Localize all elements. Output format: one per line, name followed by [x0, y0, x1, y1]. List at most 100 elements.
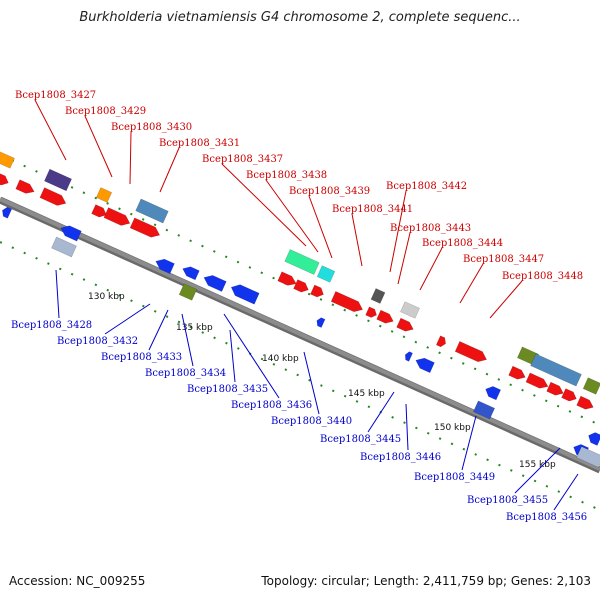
- reverse-gene-11: [60, 225, 82, 242]
- forward-gene-28: [396, 317, 414, 332]
- genome-summary-text: Topology: circular; Length: 2,411,759 bp…: [261, 574, 591, 588]
- backbone-line: [0, 197, 600, 471]
- scale-tick-label: 140 kbp: [262, 354, 299, 364]
- forward-gene-label: Bcep1808_3444: [422, 238, 503, 249]
- reverse-label-leader: [55, 269, 60, 319]
- reverse-gene-label: Bcep1808_3428: [11, 320, 92, 331]
- feature-box-8: [135, 198, 169, 224]
- forward-label-leader: [129, 131, 132, 185]
- scale-tick-label: 130 kbp: [88, 292, 125, 302]
- reverse-label-leader: [229, 329, 236, 383]
- forward-gene-39: [561, 388, 577, 402]
- feature-box-12: [51, 236, 77, 258]
- forward-label-leader: [397, 232, 411, 285]
- reverse-gene-label: Bcep1808_3456: [506, 512, 587, 523]
- forward-gene-20: [277, 271, 297, 286]
- reverse-gene-label: Bcep1808_3455: [467, 495, 548, 506]
- lower-guide-line: [0, 241, 600, 511]
- feature-box-19: [316, 265, 336, 283]
- reverse-gene-42: [485, 386, 501, 401]
- forward-gene-36: [508, 365, 526, 380]
- scale-tick-label: 145 kbp: [348, 389, 385, 399]
- forward-gene-label: Bcep1808_3429: [65, 106, 146, 117]
- forward-gene-22: [310, 284, 324, 298]
- reverse-label-leader: [104, 303, 151, 335]
- forward-label-leader: [419, 247, 443, 291]
- reverse-label-leader: [405, 403, 409, 451]
- feature-box-17: [178, 283, 198, 301]
- forward-gene-label: Bcep1808_3438: [246, 170, 327, 181]
- forward-label-leader: [459, 263, 484, 304]
- feature-box-5: [95, 187, 113, 203]
- reverse-label-leader: [181, 313, 194, 367]
- reverse-gene-45: [588, 432, 600, 446]
- reverse-gene-13: [155, 258, 175, 275]
- reverse-gene-31: [415, 357, 435, 374]
- reverse-gene-15: [203, 275, 227, 292]
- forward-label-leader: [34, 99, 67, 161]
- reverse-gene-16: [230, 284, 260, 305]
- reverse-gene-label: Bcep1808_3433: [101, 352, 182, 363]
- scale-tick-label: 150 kbp: [434, 423, 471, 433]
- forward-label-leader: [159, 147, 180, 193]
- forward-label-leader: [351, 213, 363, 267]
- forward-label-leader: [489, 280, 523, 319]
- forward-gene-26: [376, 309, 394, 324]
- accession-text: Accession: NC_009255: [9, 574, 146, 588]
- feature-box-0: [0, 151, 15, 169]
- forward-gene-1: [0, 172, 9, 186]
- forward-gene-33: [454, 341, 487, 362]
- scale-tick-label: 135 kbp: [176, 323, 213, 333]
- reverse-gene-label: Bcep1808_3440: [271, 416, 352, 427]
- feature-box-18: [284, 249, 320, 275]
- reverse-gene-label: Bcep1808_3435: [187, 384, 268, 395]
- reverse-label-leader: [367, 391, 395, 433]
- forward-gene-6: [91, 204, 107, 218]
- forward-label-leader: [84, 115, 113, 178]
- forward-gene-37: [525, 372, 549, 389]
- reverse-label-leader: [223, 313, 280, 399]
- reverse-gene-10: [2, 206, 13, 219]
- forward-label-leader: [308, 195, 333, 259]
- feature-box-3: [44, 168, 72, 192]
- forward-gene-32: [435, 335, 446, 348]
- forward-label-leader: [221, 163, 307, 247]
- reverse-label-leader: [553, 473, 579, 511]
- reverse-label-leader: [461, 415, 477, 471]
- map-title: Burkholderia vietnamiensis G4 chromosome…: [79, 10, 521, 25]
- reverse-gene-14: [182, 266, 200, 281]
- reverse-gene-label: Bcep1808_3449: [414, 472, 495, 483]
- forward-gene-label: Bcep1808_3437: [202, 154, 283, 165]
- reverse-label-leader: [303, 351, 320, 415]
- feature-box-35: [530, 353, 582, 387]
- forward-gene-9: [129, 217, 161, 238]
- forward-gene-41: [576, 395, 594, 410]
- reverse-label-leader: [514, 447, 561, 494]
- forward-gene-label: Bcep1808_3442: [386, 181, 467, 192]
- scale-tick-label: 155 kbp: [519, 460, 556, 470]
- feature-box-43: [472, 400, 496, 420]
- forward-gene-label: Bcep1808_3430: [111, 122, 192, 133]
- forward-gene-38: [546, 381, 564, 396]
- reverse-label-leader: [148, 309, 169, 351]
- feature-box-46: [576, 446, 600, 468]
- forward-gene-label: Bcep1808_3427: [15, 90, 96, 101]
- forward-gene-label: Bcep1808_3447: [463, 254, 544, 265]
- feature-box-24: [370, 288, 386, 304]
- forward-gene-25: [365, 306, 377, 318]
- reverse-gene-30: [405, 351, 413, 362]
- forward-gene-23: [330, 291, 363, 312]
- reverse-gene-29: [316, 317, 326, 328]
- forward-gene-label: Bcep1808_3448: [502, 271, 583, 282]
- forward-gene-label: Bcep1808_3441: [332, 204, 413, 215]
- feature-box-40: [582, 377, 600, 395]
- forward-gene-label: Bcep1808_3431: [159, 138, 240, 149]
- forward-gene-7: [103, 207, 131, 226]
- reverse-gene-label: Bcep1808_3446: [360, 452, 441, 463]
- forward-gene-label: Bcep1808_3443: [390, 223, 471, 234]
- forward-gene-21: [293, 279, 309, 293]
- feature-box-27: [400, 301, 420, 319]
- forward-gene-label: Bcep1808_3439: [289, 186, 370, 197]
- forward-label-leader: [389, 190, 407, 273]
